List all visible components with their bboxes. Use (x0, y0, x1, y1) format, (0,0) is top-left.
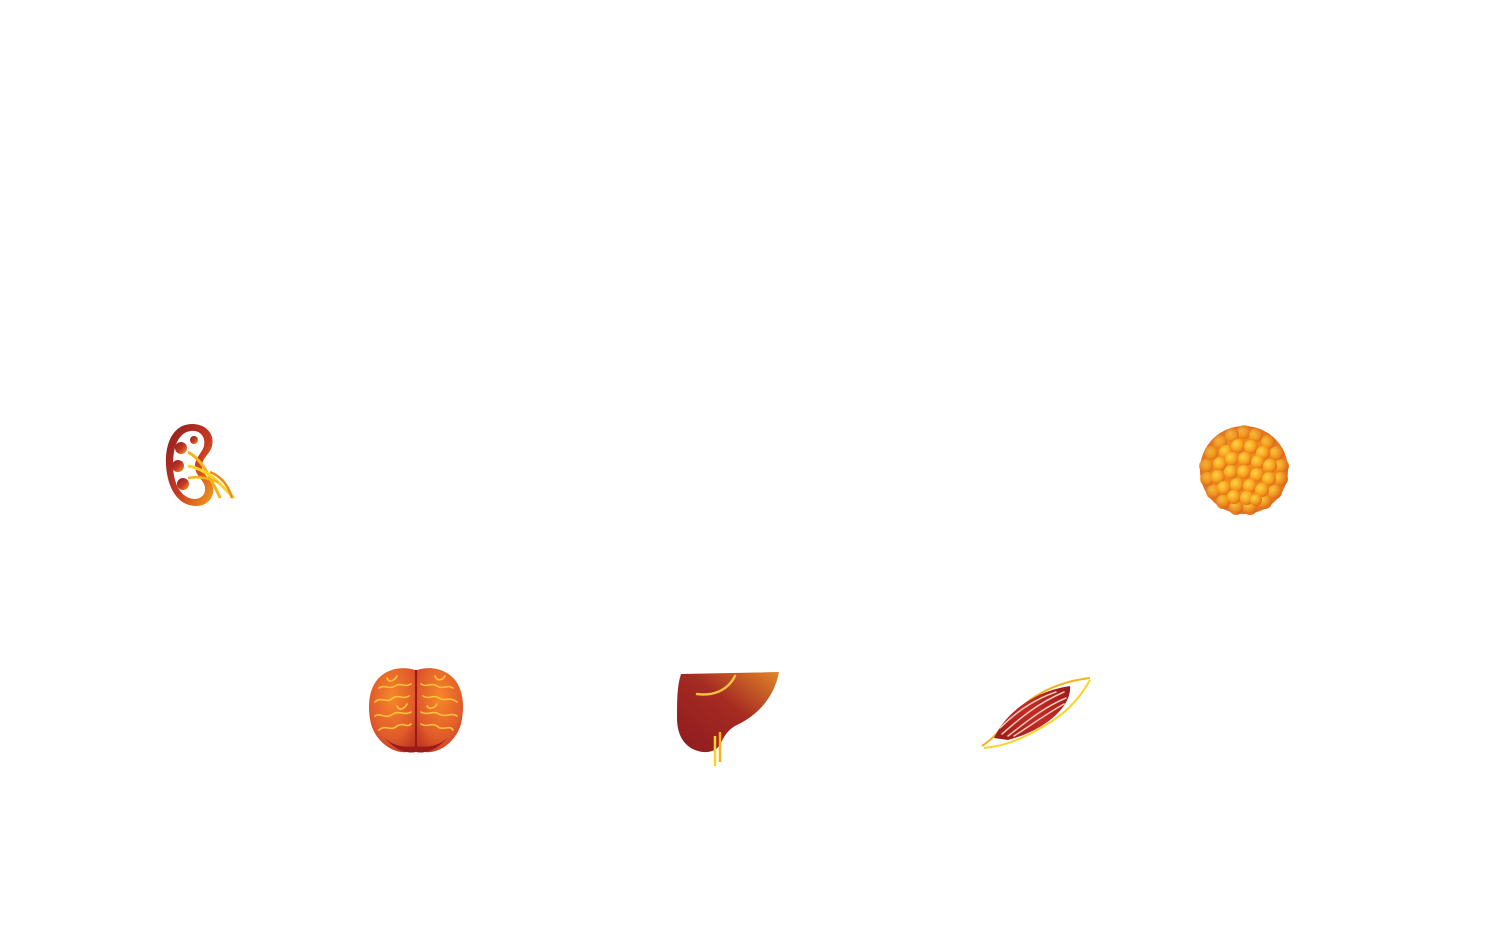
brain-icon[interactable] (367, 666, 465, 756)
muscle-icon[interactable] (980, 676, 1092, 750)
liver-icon[interactable] (675, 670, 781, 770)
kidney-icon[interactable] (164, 422, 240, 508)
fat-cell-cluster-icon[interactable] (1196, 422, 1292, 518)
